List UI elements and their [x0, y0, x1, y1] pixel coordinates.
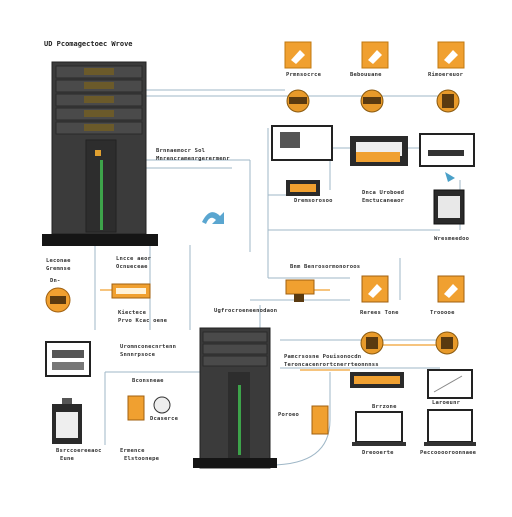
refresh-arrow-icon [202, 212, 224, 224]
monitors-row [271, 125, 475, 167]
left-label-11: Dcaserce [150, 416, 179, 422]
left-label-12: Ermence [120, 448, 145, 454]
left-label-1: Leconae [46, 258, 71, 264]
right-label-6: Peccooooroonnaee [420, 450, 477, 456]
left-label-6: Kiectece [118, 310, 147, 316]
left-label-14: Bsrccoereeaoc [56, 448, 102, 454]
left-label-2: Gremnse [46, 266, 71, 272]
diagram-title: UD Pcomagectoec Wrove [44, 40, 133, 48]
left-label-15: Eune [60, 456, 75, 462]
mid-right-label-2: Dnca Uroboed [362, 190, 405, 196]
bottom-right-devices [285, 275, 476, 446]
center-label-3: Teroncacenrortcnerrteonnnss [284, 362, 379, 368]
top-icon-label-3: Rimoereuor [428, 72, 464, 78]
left-devices [45, 283, 151, 444]
right-label-3: Trooooe [430, 310, 455, 316]
center-label-4: Poroeo [278, 412, 300, 418]
right-label-1: Bnm Benrosormonoroos [290, 264, 361, 270]
left-label-5: Dn- [50, 278, 61, 284]
left-label-3: Lncce aeor [116, 256, 152, 262]
center-items [127, 395, 329, 435]
top-icon-label-1: Prmnsocrce [286, 72, 322, 78]
right-label-5: Dreooerte [362, 450, 394, 456]
right-label-2: Rerees Tone [360, 310, 399, 316]
right-label-4: Brrzone [372, 404, 397, 410]
left-label-10: Bconsneae [132, 378, 164, 384]
server-note-1: Brnnaemocr Sol [156, 148, 206, 154]
secondary-server [193, 327, 277, 469]
server-note-2: Mnrencramenrgerermenr [156, 156, 230, 162]
mid-right-label-3: Emctucaneaor [362, 198, 405, 204]
left-label-9: Snnnrpsoce [120, 352, 156, 358]
mid-right-label-1: Dremsorosoo [294, 198, 333, 204]
mid-right-devices [286, 172, 465, 225]
center-label-1: Ugfrocroeneenodaon [214, 308, 278, 314]
top-icon-label-2: Bebouuane [350, 72, 382, 78]
center-label-2: Pamcrsosne Pouisonocdn [284, 354, 362, 360]
mid-right-label-4: Wresmeedoo [434, 236, 470, 242]
left-label-7: Prvo Kcac oene [118, 318, 168, 324]
left-label-4: Ocnueceae [116, 264, 148, 270]
left-label-13: Elstoonepe [124, 456, 160, 462]
left-label-8: Uromnconecnrtenn [120, 344, 177, 350]
top-orange-icons [284, 41, 465, 113]
main-server [42, 61, 158, 246]
right-label-7: Laroeunr [432, 400, 461, 406]
